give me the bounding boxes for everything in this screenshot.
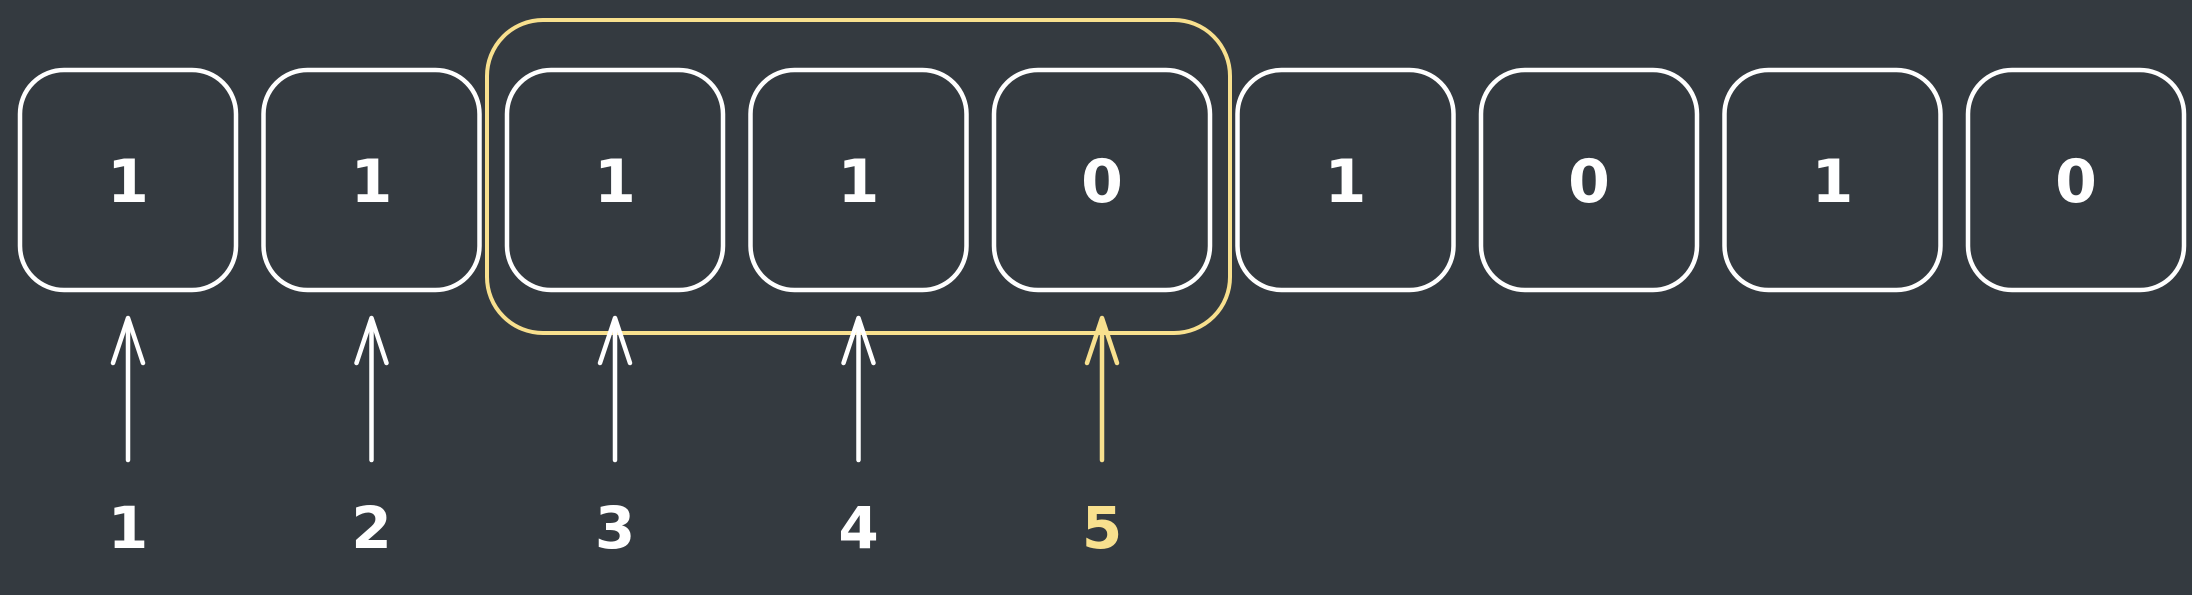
arrow-head-icon xyxy=(597,315,633,366)
bit-value: 1 xyxy=(838,147,880,217)
bit-cell-border xyxy=(748,67,969,293)
bit-cell: 1 xyxy=(1722,67,1943,293)
bit-cell-border xyxy=(991,67,1213,293)
bit-cell-border xyxy=(17,67,239,293)
bit-cell: 0 xyxy=(1478,67,1700,293)
bit-cell: 1 xyxy=(261,67,482,293)
bit-cell: 0 xyxy=(991,67,1213,293)
bit-cell: 1 xyxy=(748,67,969,293)
bit-value: 0 xyxy=(2055,147,2097,217)
bit-value: 1 xyxy=(1812,147,1854,217)
bit-cell: 1 xyxy=(1235,67,1456,293)
bit-value: 1 xyxy=(107,147,149,217)
bit-cell: 1 xyxy=(17,67,239,293)
bit-cell-border xyxy=(504,67,726,293)
pointer-label: 5 xyxy=(1082,494,1122,562)
bit-cell-border xyxy=(1235,67,1456,293)
arrow-head-icon xyxy=(354,315,389,366)
pointer-arrow: 5 xyxy=(1082,315,1122,562)
bit-cell-border xyxy=(1722,67,1943,293)
pointer-arrow: 1 xyxy=(108,315,148,562)
bit-value: 0 xyxy=(1081,147,1123,217)
pointer-label: 3 xyxy=(595,494,635,562)
pointer-arrow: 3 xyxy=(595,315,635,562)
pointer-arrow: 4 xyxy=(838,315,879,562)
bit-value: 1 xyxy=(594,147,636,217)
bit-cell: 1 xyxy=(504,67,726,293)
bit-cell-border xyxy=(261,67,482,293)
bit-value: 1 xyxy=(1325,147,1367,217)
arrow-head-icon xyxy=(110,315,146,366)
arrow-head-icon xyxy=(1084,315,1120,366)
bit-value: 0 xyxy=(1568,147,1610,217)
pointer-label: 1 xyxy=(108,494,148,562)
bit-cell-border xyxy=(1478,67,1700,293)
pointer-label: 4 xyxy=(838,494,878,562)
bit-cell-border xyxy=(1965,67,2187,293)
pointer-label: 2 xyxy=(351,494,391,562)
bit-value: 1 xyxy=(351,147,393,217)
bit-cell: 0 xyxy=(1965,67,2187,293)
arrow-head-icon xyxy=(841,315,876,366)
pointer-arrow: 2 xyxy=(351,315,392,562)
